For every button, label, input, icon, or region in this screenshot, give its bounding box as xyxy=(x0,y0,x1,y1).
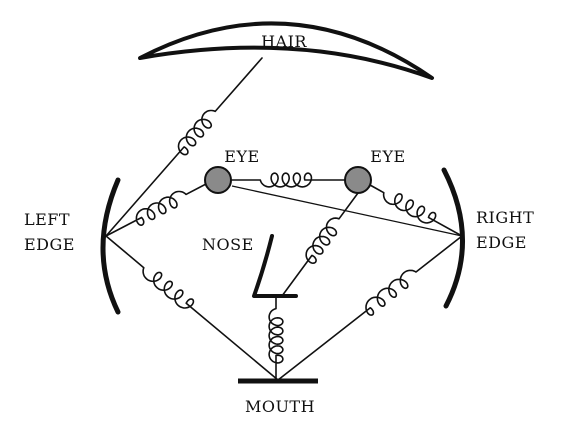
left-edge-to-right-edge-rod xyxy=(231,185,463,237)
left-eye-label: EYE xyxy=(224,147,259,166)
left-edge-shape xyxy=(100,177,121,315)
hair-label: HAIR xyxy=(261,32,307,51)
right-edge-shape xyxy=(441,167,465,309)
right-edge-label-line2: EDGE xyxy=(476,233,527,252)
right-eye-label: EYE xyxy=(370,147,405,166)
right-edge-label-line1: RIGHT xyxy=(476,208,534,227)
left-edge-label-line2: EDGE xyxy=(24,235,75,254)
left-eye-to-left-edge-spring xyxy=(105,183,207,237)
nose-shape xyxy=(252,234,298,298)
right-eye-to-right-edge-spring xyxy=(369,184,463,237)
eye-to-eye-spring xyxy=(231,172,346,188)
hair-shape xyxy=(138,21,434,80)
left-edge-label-line1: LEFT xyxy=(24,210,70,229)
left-eye-shape xyxy=(204,166,232,194)
hair-to-left-edge-spring xyxy=(105,57,263,237)
left-edge-to-mouth-spring xyxy=(105,235,279,381)
right-eye-shape xyxy=(344,166,372,194)
nose-label: NOSE xyxy=(202,235,254,254)
mouth-label: MOUTH xyxy=(245,397,315,416)
springs-group xyxy=(105,57,463,381)
right-eye-to-nose-spring xyxy=(281,192,359,297)
right-edge-to-mouth-spring xyxy=(277,235,463,381)
nose-to-mouth-spring xyxy=(268,295,284,381)
